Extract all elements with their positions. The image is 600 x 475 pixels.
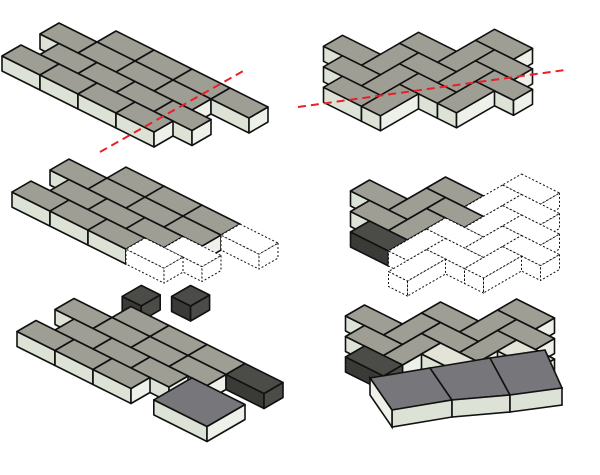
brick-face-top: [502, 235, 560, 266]
brick-face-side: [201, 255, 222, 283]
brick-face-top: [92, 357, 151, 390]
cut-line-left: [99, 69, 246, 153]
panel-bottom-left: [16, 297, 284, 443]
slab-segment-front: [509, 387, 563, 413]
panel-top-right: [322, 28, 534, 132]
brick-face-top: [474, 69, 534, 102]
brick-face-side: [163, 256, 184, 284]
brick-face-top: [170, 284, 211, 307]
large-slab: [368, 349, 564, 430]
removed-brick-outline: [125, 237, 184, 284]
cut-line-right: [297, 69, 566, 108]
paving-brick: [115, 101, 174, 148]
panel-mid-left: [11, 158, 279, 322]
removed-brick-outline: [220, 223, 279, 270]
paving-brick: [210, 87, 269, 134]
brick-face-top: [220, 223, 279, 255]
brick-face-top: [125, 237, 184, 269]
removed-brick-outline: [464, 246, 522, 294]
panel-top-left: [1, 22, 269, 148]
brick-face-top: [436, 80, 496, 114]
brick-face-top: [121, 284, 161, 307]
paving-brick: [436, 80, 496, 129]
brick-face-top: [464, 246, 522, 279]
brick-face-top: [210, 87, 269, 119]
brick-face-top: [115, 101, 174, 133]
cut-brick-piece: [225, 362, 284, 410]
brick-face-side: [258, 242, 279, 270]
paving-brick: [92, 357, 151, 405]
removed-brick-outline: [388, 249, 446, 297]
slab-left-face: [369, 375, 393, 430]
brick-face-top: [153, 377, 246, 428]
paving-slab: [153, 377, 246, 443]
brick-face-top: [163, 236, 222, 268]
brick-face-top: [130, 356, 189, 388]
brick-face-side: [540, 254, 560, 281]
panel-mid-right: [349, 173, 560, 297]
cut-brick-piece: [170, 284, 211, 322]
brick-face-top: [225, 362, 284, 395]
brick-face-top: [388, 249, 446, 282]
brick-face-top: [153, 99, 212, 132]
